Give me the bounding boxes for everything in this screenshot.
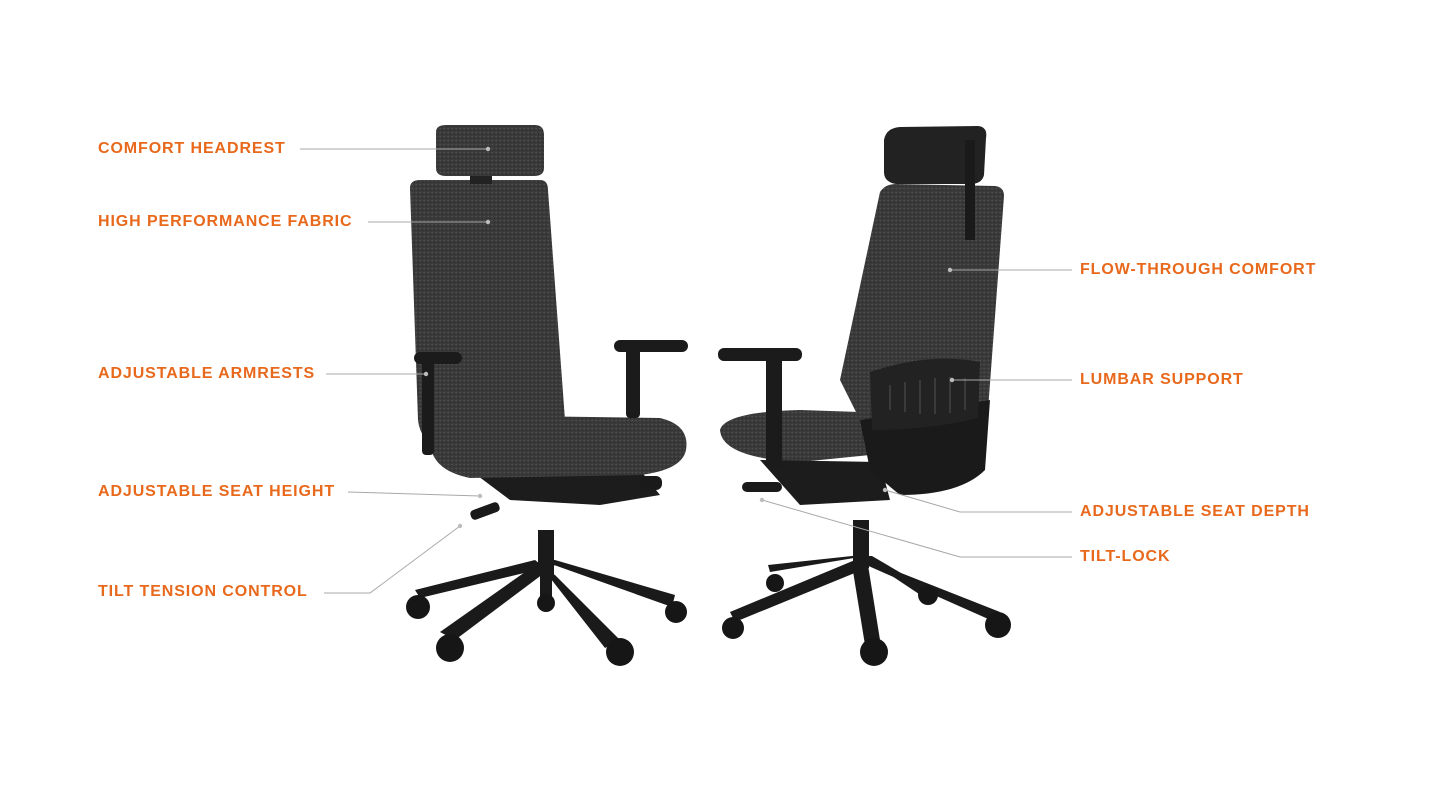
label-adjustable-seat-height: ADJUSTABLE SEAT HEIGHT <box>98 483 335 500</box>
label-flow-through-comfort: FLOW-THROUGH COMFORT <box>1080 261 1317 278</box>
label-high-performance-fabric: HIGH PERFORMANCE FABRIC <box>98 213 353 230</box>
front-chair-base <box>415 530 675 648</box>
lumbar-slots <box>889 377 966 414</box>
leader-lines <box>300 148 1072 594</box>
rear-chair <box>718 126 1011 666</box>
front-chair-casters <box>406 594 687 666</box>
label-tilt-lock: TILT-LOCK <box>1080 548 1171 565</box>
rear-chair-armrest <box>718 348 802 468</box>
label-lumbar-support: LUMBAR SUPPORT <box>1080 371 1244 388</box>
label-tilt-tension-control: TILT TENSION CONTROL <box>98 583 308 600</box>
label-adjustable-seat-depth: ADJUSTABLE SEAT DEPTH <box>1080 503 1310 520</box>
front-chair-armrests <box>414 340 688 455</box>
front-chair <box>406 125 688 666</box>
leader-dots <box>423 146 955 529</box>
rear-chair-casters <box>722 574 1011 666</box>
label-adjustable-armrests: ADJUSTABLE ARMRESTS <box>98 365 316 382</box>
label-comfort-headrest: COMFORT HEADREST <box>98 140 286 157</box>
